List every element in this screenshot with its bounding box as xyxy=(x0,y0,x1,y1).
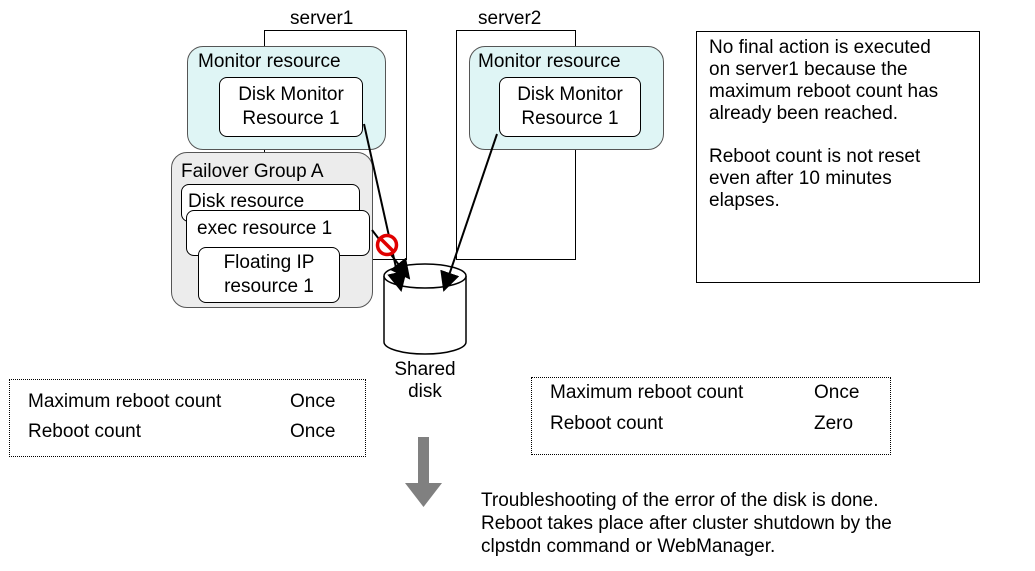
disk-monitor-left-line1: Disk Monitor xyxy=(238,84,344,105)
down-arrow-icon xyxy=(405,437,442,507)
server2-reboot-count-label: Reboot count xyxy=(550,413,664,434)
disk-monitor-resource-left: Disk Monitor Resource 1 xyxy=(219,77,363,137)
disk-resource-label: Disk resource xyxy=(188,191,305,212)
note-para1-line1: No final action is executed xyxy=(709,37,931,58)
monitor-left-to-disk-arrow xyxy=(363,123,407,292)
bottom-text-line1: Troubleshooting of the error of the disk… xyxy=(481,490,879,511)
floating-ip-line1: Floating IP xyxy=(223,252,315,273)
server2-reboot-counts: Maximum reboot count Once Reboot count Z… xyxy=(531,377,891,455)
shared-disk-label-line1: Shared xyxy=(394,359,456,380)
disk-monitor-left-line2: Resource 1 xyxy=(242,108,340,129)
server1-max-reboot-label: Maximum reboot count xyxy=(28,391,222,412)
server2-reboot-count-value: Zero xyxy=(814,413,854,434)
prohibition-icon xyxy=(375,233,399,257)
shared-disk-icon xyxy=(383,263,467,355)
monitor-resource-right: Monitor resource Disk Monitor Resource 1 xyxy=(469,46,664,150)
exec-resource-label: exec resource 1 xyxy=(197,218,333,239)
server1-max-reboot-value: Once xyxy=(290,391,336,412)
note-para1-line3: maximum reboot count has xyxy=(709,81,939,102)
note-box: No final action is executed on server1 b… xyxy=(696,31,980,283)
note-para1-line2: on server1 because the xyxy=(709,59,908,80)
disk-monitor-right-line2: Resource 1 xyxy=(521,108,619,129)
server1-reboot-count-label: Reboot count xyxy=(28,421,142,442)
server2-label: server2 xyxy=(478,8,542,29)
shared-disk-label-line2: disk xyxy=(408,381,442,402)
note-para1-line4: already been reached. xyxy=(709,103,899,124)
server1-label: server1 xyxy=(290,8,354,29)
disk-monitor-resource-right: Disk Monitor Resource 1 xyxy=(499,77,641,137)
note-para2-line2: even after 10 minutes xyxy=(709,168,892,189)
monitor-right-to-disk-arrow xyxy=(440,133,498,292)
note-para2-line3: elapses. xyxy=(709,190,780,211)
monitor-resource-left-title: Monitor resource xyxy=(198,51,341,72)
bottom-text-line2: Reboot takes place after cluster shutdow… xyxy=(481,513,892,534)
monitor-resource-left: Monitor resource Disk Monitor Resource 1 xyxy=(187,46,386,150)
failover-group-title: Failover Group A xyxy=(181,161,324,182)
floating-ip-resource: Floating IP resource 1 xyxy=(198,247,340,303)
server1-reboot-counts: Maximum reboot count Once Reboot count O… xyxy=(9,379,366,457)
note-para2-line1: Reboot count is not reset xyxy=(709,146,921,167)
floating-ip-line2: resource 1 xyxy=(224,276,314,297)
disk-monitor-right-line1: Disk Monitor xyxy=(517,84,623,105)
server1-reboot-count-value: Once xyxy=(290,421,336,442)
monitor-resource-right-title: Monitor resource xyxy=(478,51,621,72)
server2-max-reboot-label: Maximum reboot count xyxy=(550,382,744,403)
failover-group-a: Failover Group A Disk resource exec reso… xyxy=(171,152,373,308)
server2-max-reboot-value: Once xyxy=(814,382,860,403)
bottom-text-line3: clpstdn command or WebManager. xyxy=(481,536,776,557)
